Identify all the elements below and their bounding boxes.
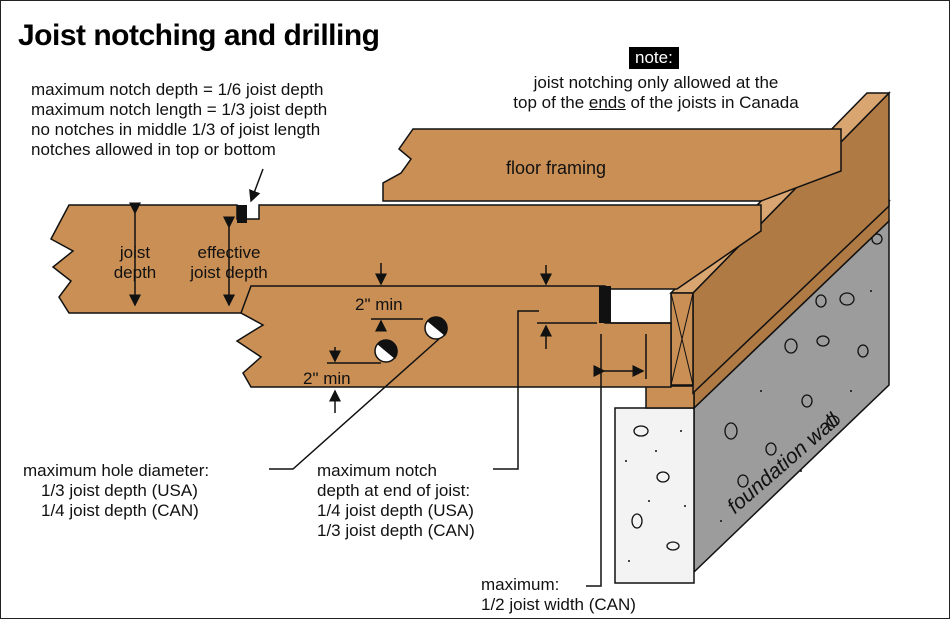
dimension-lines: [129, 168, 647, 587]
joist-depth-label-2: depth: [113, 263, 157, 282]
drilled-holes: [374, 316, 448, 363]
end-notch-cut: [599, 286, 611, 323]
top-notch-cut: [237, 205, 247, 223]
width-note-heading: maximum:: [481, 575, 560, 594]
effective-depth-label-2: joist depth: [190, 263, 268, 282]
min-edge-top-label: 2" min: [355, 295, 403, 314]
concrete-speckle: [625, 260, 872, 562]
sill-plate-front: [645, 385, 695, 409]
back-joist-face: [382, 128, 842, 202]
min-edge-bottom-label: 2" min: [303, 369, 351, 388]
hole-note-usa: 1/3 joist depth (USA): [41, 481, 198, 500]
end-notch-note-line-2: depth at end of joist:: [317, 481, 471, 500]
foundation-wall-front: [614, 407, 695, 584]
effective-depth-label-1: effective: [197, 243, 261, 262]
end-notch-note-usa: 1/4 joist depth (USA): [317, 501, 474, 520]
rule-notch-length: maximum notch length = 1/3 joist depth: [31, 100, 328, 119]
note-line-2: top of the ends of the joists in Canada: [471, 93, 841, 112]
concrete-aggregate: [631, 233, 883, 551]
hole-note-heading: maximum hole diameter:: [23, 461, 210, 480]
hole-note-can: 1/4 joist depth (CAN): [41, 501, 199, 520]
note-ends-emphasis: ends: [588, 93, 626, 112]
end-notch-note-line-1: maximum notch: [317, 461, 437, 480]
rule-top-bottom: notches allowed in top or bottom: [31, 140, 276, 159]
width-note-value: 1/2 joist width (CAN): [481, 595, 636, 614]
note-line-2-end: of the joists in Canada: [625, 93, 799, 112]
page-title: Joist notching and drilling: [18, 19, 380, 52]
end-notch-note-can: 1/3 joist depth (CAN): [317, 521, 475, 540]
note-heading: note:: [629, 47, 679, 69]
rule-middle-third: no notches in middle 1/3 of joist length: [31, 120, 321, 139]
floor-framing-label: floor framing: [506, 158, 607, 178]
joist-depth-label-1: joist: [119, 243, 151, 262]
note-line-1: joist notching only allowed at the: [533, 73, 779, 92]
note-line-2-start: top of the: [513, 93, 589, 112]
rule-notch-depth: maximum notch depth = 1/6 joist depth: [31, 80, 324, 99]
